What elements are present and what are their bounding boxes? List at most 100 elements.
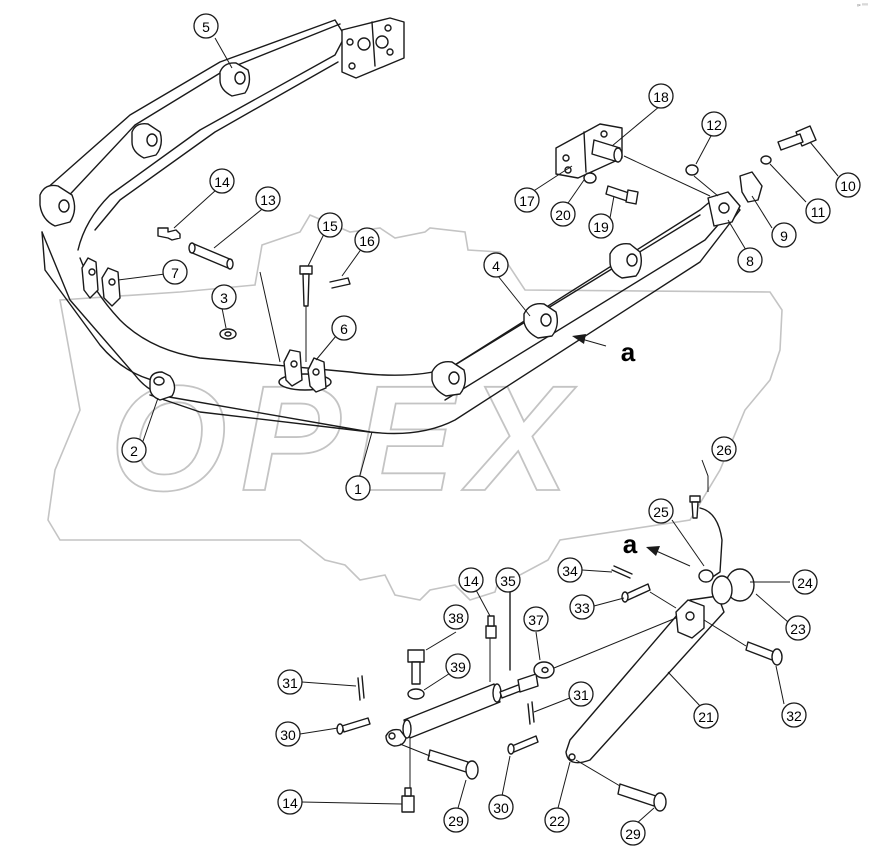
svg-text:17: 17 [519, 193, 535, 209]
arrow-a-bottom-shaft [653, 549, 691, 567]
label-14-top: 14 [209, 168, 235, 194]
arrow-a-top-head [572, 334, 586, 344]
bolt-15 [299, 265, 313, 307]
mount-bracket-3 [219, 62, 251, 97]
double-ear-bracket-left [81, 257, 121, 307]
label-26: 26 [711, 436, 737, 462]
mount-bracket-6 [609, 243, 643, 279]
label-5: 5 [193, 13, 219, 39]
svg-text:13: 13 [260, 192, 276, 208]
label-23: 23 [785, 615, 811, 641]
corner-mark: ᵍᵉ ⁰⁰⁰ [856, 3, 868, 9]
frame-inner-edge [79, 214, 701, 376]
label-31-right: 31 [568, 681, 594, 707]
bolt-32 [745, 641, 783, 666]
pivot-block-left [149, 371, 176, 401]
washer-12 [685, 164, 699, 176]
label-17: 17 [514, 187, 540, 213]
lower-assembly [336, 495, 783, 813]
svg-text:5: 5 [202, 19, 210, 35]
washer-39 [407, 688, 425, 700]
hydraulic-cylinder [385, 681, 529, 747]
pin-30-left [336, 717, 371, 735]
callout-arrows [572, 334, 691, 567]
upper-hardware [157, 123, 817, 340]
pivot-hole-left [153, 376, 165, 386]
svg-text:25: 25 [653, 504, 669, 520]
grease-fitting-14 [157, 227, 181, 241]
svg-text:16: 16 [359, 233, 375, 249]
svg-text:30: 30 [493, 800, 509, 816]
svg-text:4: 4 [492, 258, 500, 274]
svg-text:30: 30 [280, 727, 296, 743]
label-14-bottom: 14 [277, 789, 303, 815]
label-2: 2 [121, 437, 147, 463]
label-10: 10 [835, 172, 861, 198]
label-32: 32 [781, 702, 807, 728]
frame-upper-arm-top [44, 19, 346, 191]
label-15: 15 [317, 212, 343, 238]
label-21: 21 [693, 703, 719, 729]
cotter-31-left [357, 675, 365, 701]
frame-upper-arm-inner-2 [94, 61, 339, 231]
svg-text:33: 33 [574, 600, 590, 616]
svg-text:15: 15 [322, 218, 338, 234]
pin-18 [591, 139, 623, 163]
frame-bottom-face [149, 394, 371, 433]
frame-brackets [39, 17, 741, 401]
washer-20 [583, 172, 597, 184]
label-38: 38 [443, 604, 469, 630]
label-12: 12 [701, 111, 727, 137]
cotter-16 [329, 277, 351, 289]
label-30-right: 30 [488, 794, 514, 820]
callout-a-bottom: a [623, 529, 638, 559]
svg-text:24: 24 [797, 575, 813, 591]
mount-bracket-1 [39, 184, 76, 227]
svg-text:26: 26 [716, 442, 732, 458]
label-30-left: 30 [275, 721, 301, 747]
label-33: 33 [569, 594, 595, 620]
label-18: 18 [648, 83, 674, 109]
label-19: 19 [588, 213, 614, 239]
label-14-middle: 14 [458, 567, 484, 593]
grease-line-fitting [698, 569, 714, 583]
label-20: 20 [550, 201, 576, 227]
svg-text:37: 37 [528, 612, 544, 628]
label-29-right: 29 [620, 820, 646, 846]
svg-text:32: 32 [786, 708, 802, 724]
label-3: 3 [211, 284, 237, 310]
svg-text:11: 11 [811, 204, 826, 220]
bolt-38 [407, 649, 425, 685]
washer-11 [760, 155, 772, 165]
label-39: 39 [445, 653, 471, 679]
bolt-10 [777, 125, 817, 151]
frame-right-arm-top [449, 199, 713, 369]
svg-text:34: 34 [562, 563, 578, 579]
hinge-plates-top [341, 17, 405, 79]
pin-33 [621, 583, 651, 603]
bolt-29-right [617, 783, 667, 812]
bolt-29-left [427, 749, 479, 780]
arm-21-hole [568, 753, 576, 761]
label-16: 16 [354, 227, 380, 253]
pin-30-right [507, 735, 539, 755]
label-9: 9 [771, 222, 797, 248]
svg-text:31: 31 [573, 687, 589, 703]
rod-end-37 [517, 661, 555, 693]
mount-bracket-2 [131, 122, 163, 159]
washer-3-hole [224, 331, 232, 337]
label-25: 25 [648, 498, 674, 524]
watermark-gear-outline [47, 213, 783, 601]
label-24: 24 [792, 569, 818, 595]
svg-text:20: 20 [555, 207, 571, 223]
svg-text:14: 14 [463, 573, 479, 589]
svg-text:38: 38 [448, 610, 464, 626]
label-35: 35 [495, 567, 521, 593]
grease-fitting-14-lower [401, 787, 415, 813]
svg-text:29: 29 [448, 813, 464, 829]
svg-text:10: 10 [840, 178, 856, 194]
label-4: 4 [483, 252, 509, 278]
label-7: 7 [162, 259, 188, 285]
label-37: 37 [523, 606, 549, 632]
